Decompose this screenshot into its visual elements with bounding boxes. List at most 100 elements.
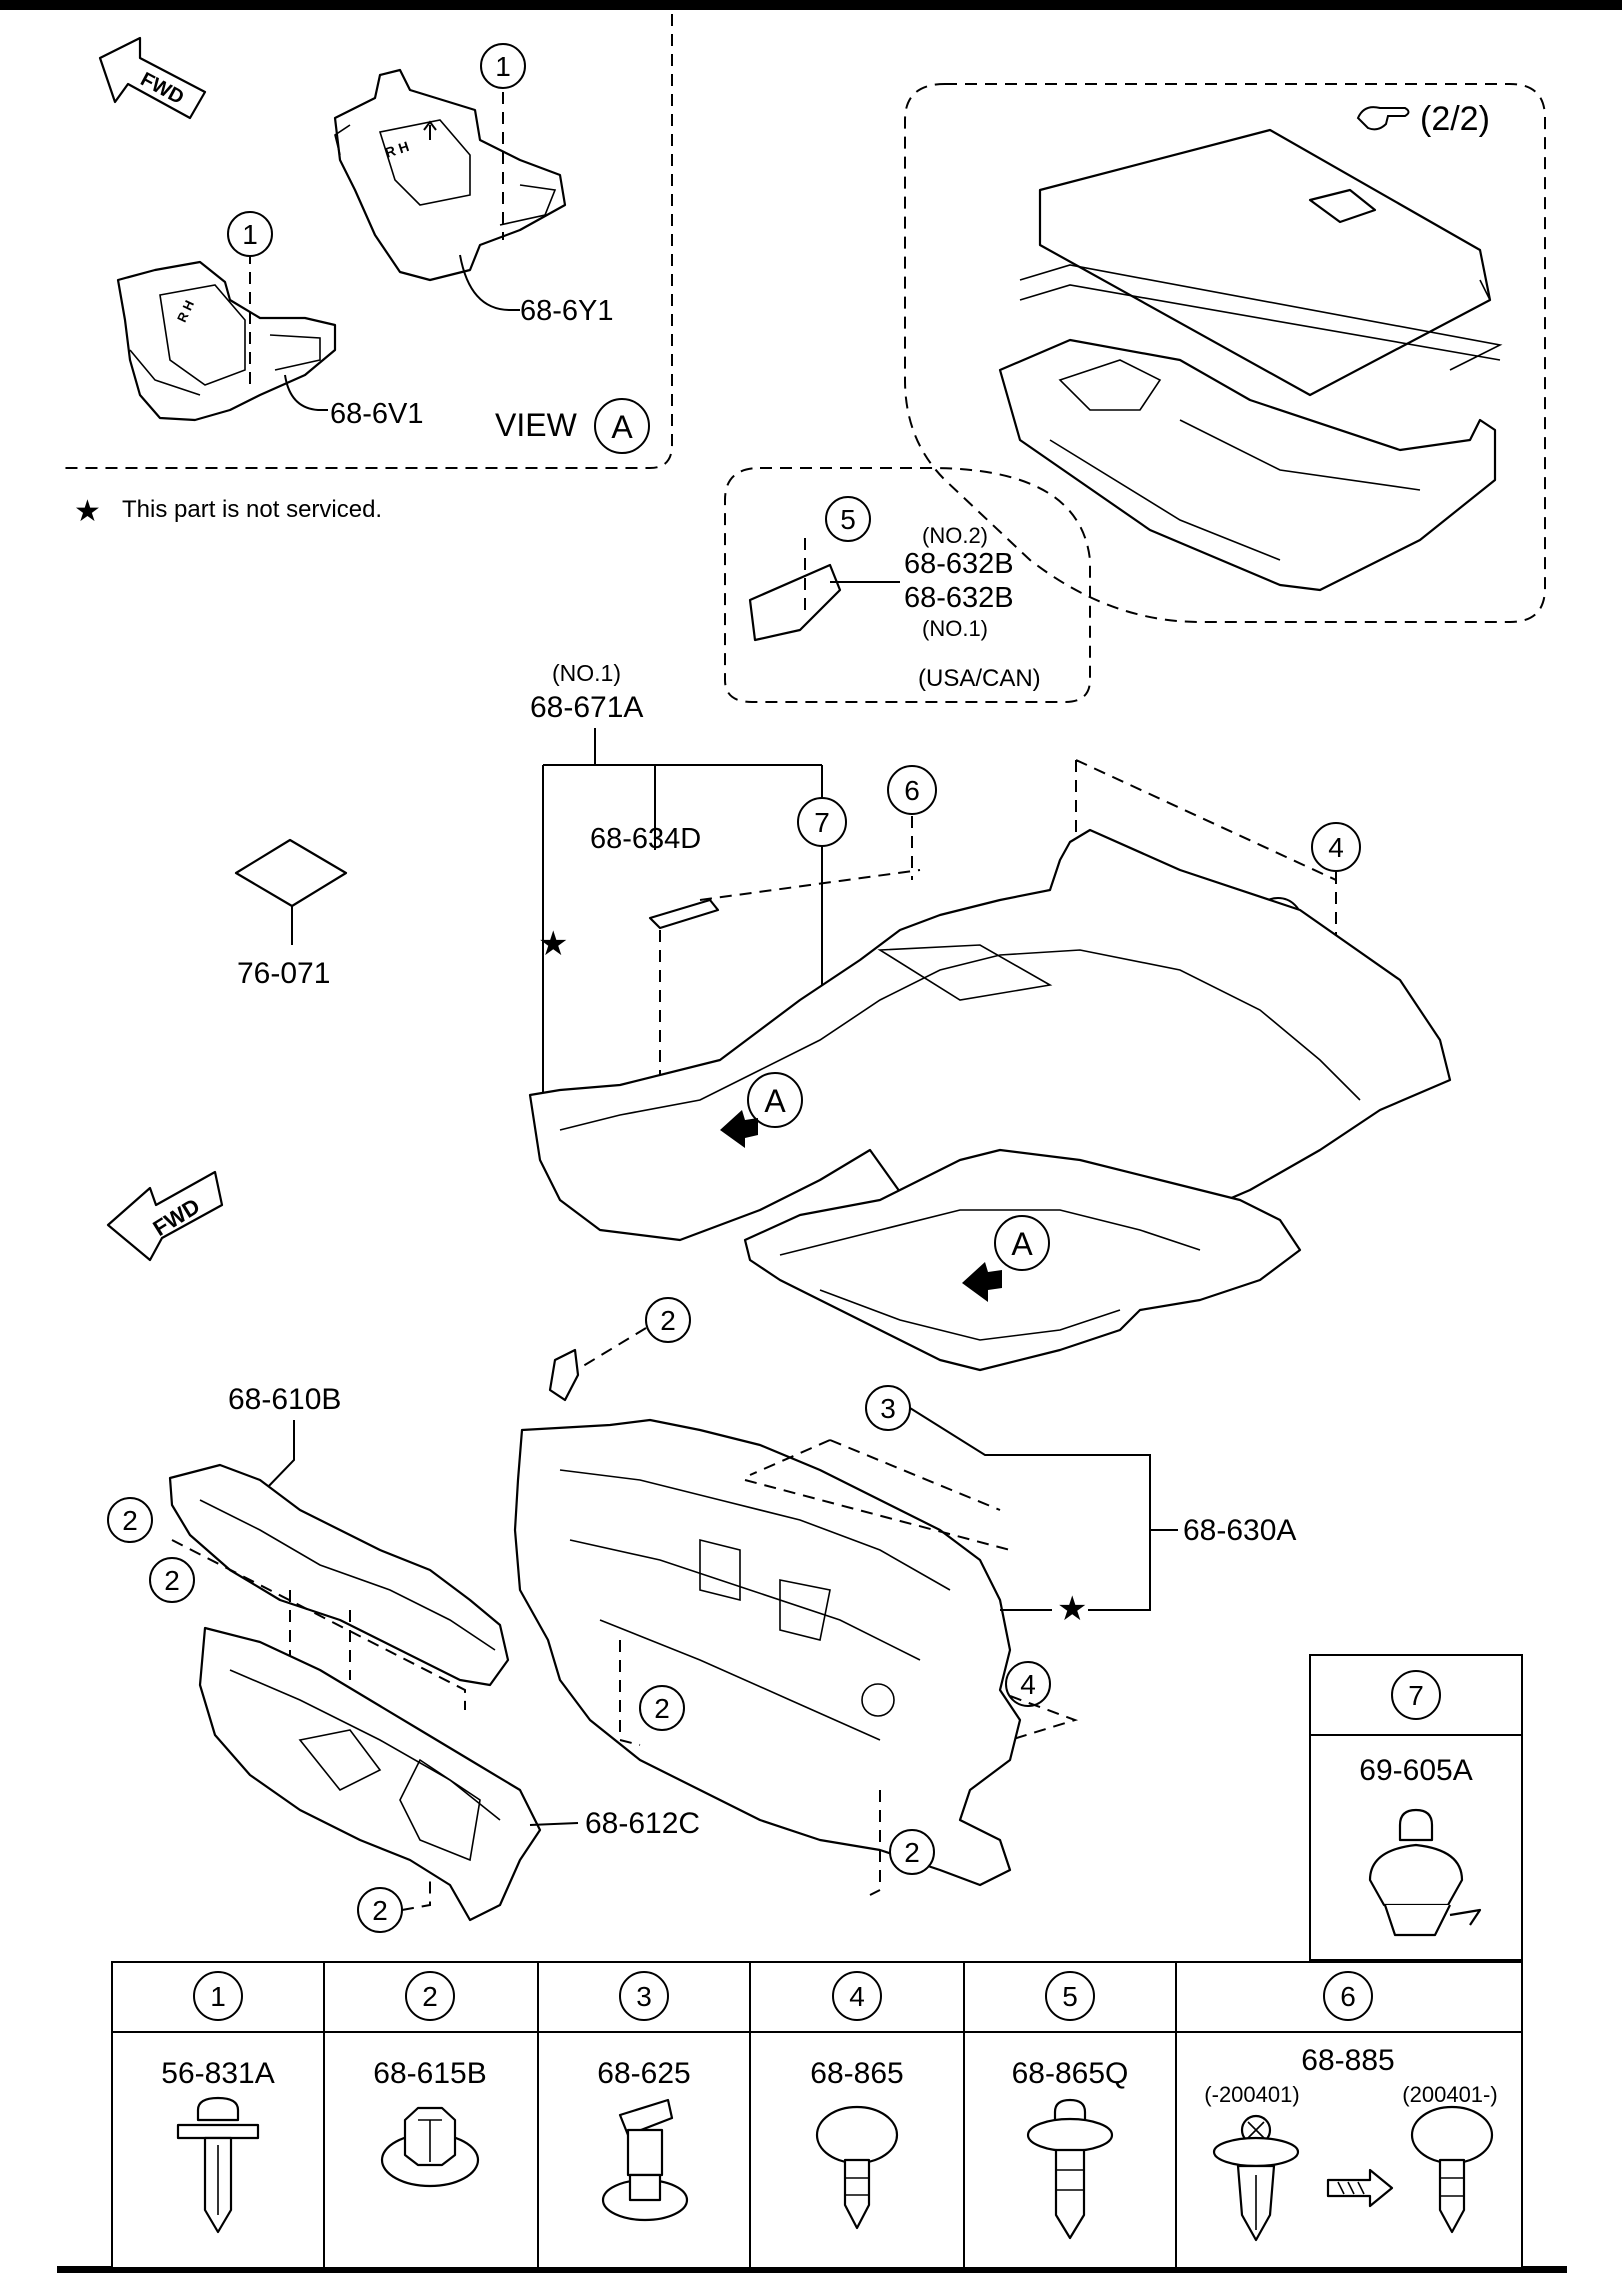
label-56-831a[interactable]: 56-831A bbox=[161, 2057, 274, 2090]
table-callout-3 bbox=[619, 1971, 669, 2021]
callout-number-4: 4 bbox=[1328, 832, 1344, 863]
svg-text:4: 4 bbox=[849, 1981, 865, 2012]
svg-text:A: A bbox=[1011, 1226, 1033, 1262]
table-callout-5 bbox=[1045, 1971, 1095, 2021]
label-68-671a[interactable]: 68-671A bbox=[530, 691, 643, 724]
callout-number-3: 3 bbox=[880, 1393, 896, 1424]
label-68-625[interactable]: 68-625 bbox=[597, 2057, 690, 2090]
star-630a: ★ bbox=[1057, 1590, 1087, 1628]
svg-text:1: 1 bbox=[210, 1981, 226, 2012]
inset-68-632b: 5 (NO.2) 68-632B 68-632B (NO.1) (USA/CAN… bbox=[724, 467, 1091, 703]
view-a-caption: VIEW bbox=[495, 407, 578, 443]
table-callout-4 bbox=[832, 1971, 882, 2021]
replacement-arrow-icon bbox=[1326, 2168, 1394, 2208]
fastener-table: 1 56-831A 2 68-615B 3 68-625 4 6 bbox=[111, 1961, 1523, 2269]
label-68-885[interactable]: 68-885 bbox=[1301, 2044, 1394, 2077]
label-68-610b[interactable]: 68-610B bbox=[228, 1383, 341, 1416]
label-usa-can: (USA/CAN) bbox=[918, 665, 1041, 692]
table-callout-1 bbox=[193, 1971, 243, 2021]
callout-1-lower bbox=[227, 211, 273, 257]
part-68-6y1-illustration: R H bbox=[333, 68, 567, 282]
table-callout-6 bbox=[1323, 1971, 1373, 2021]
svg-text:7: 7 bbox=[1408, 1680, 1424, 1711]
part-68-6v1-illustration: R H bbox=[116, 260, 337, 422]
view-a-marker-lower bbox=[994, 1215, 1050, 1271]
callout-4-630a bbox=[1005, 1661, 1051, 1707]
svg-text:5: 5 bbox=[1062, 1981, 1078, 2012]
callout-5-inset bbox=[825, 496, 871, 542]
callout-2-630a-left bbox=[639, 1685, 685, 1731]
push-clip-68-865q-icon bbox=[1026, 2098, 1114, 2240]
svg-text:A: A bbox=[764, 1083, 786, 1119]
label-68-6y1[interactable]: 68-6Y1 bbox=[520, 295, 614, 327]
star-icon: ★ bbox=[74, 495, 101, 528]
label-68-632b-no2[interactable]: 68-632B bbox=[904, 548, 1014, 580]
push-clip-68-865-icon bbox=[815, 2105, 899, 2230]
not-serviced-note: ★ This part is not serviced. bbox=[74, 495, 382, 528]
label-68-632b-no1[interactable]: 68-632B bbox=[904, 582, 1014, 614]
callout-2-630a-top bbox=[645, 1297, 691, 1343]
fwd-arrow-icon: FWD bbox=[98, 36, 207, 120]
label-no1: (NO.1) bbox=[922, 616, 988, 641]
label-68-885-new: (200401-) bbox=[1402, 2082, 1497, 2107]
pad-76-071: 76-071 bbox=[234, 838, 348, 990]
label-69-605a[interactable]: 69-605A bbox=[1359, 1754, 1472, 1787]
clip-68-885-new-icon bbox=[1410, 2105, 1494, 2234]
label-68-630a[interactable]: 68-630A bbox=[1183, 1514, 1296, 1547]
floor-mat-assembly: (NO.1) 68-671A ★ 68-634D 7 6 6 4 A A bbox=[528, 660, 1452, 1372]
callout-number-1: 1 bbox=[495, 51, 511, 82]
callout-number-2: 2 bbox=[654, 1693, 670, 1724]
view-a-marker-upper bbox=[747, 1072, 803, 1128]
callout-number-2: 2 bbox=[122, 1505, 138, 1536]
callout-number-2: 2 bbox=[372, 1895, 388, 1926]
fastener-7-box: 7 69-605A bbox=[1309, 1654, 1523, 1961]
view-a-letter: A bbox=[611, 409, 633, 445]
callout-2-610b-b bbox=[149, 1557, 195, 1603]
fwd-arrow-icon-middle: FWD bbox=[106, 1170, 224, 1262]
callout-6-floor-left bbox=[887, 765, 937, 815]
not-serviced-text: This part is not serviced. bbox=[122, 496, 382, 523]
view-a-region: FWD R H R H 1 1 68-6Y1 68-6V1 VIEW bbox=[58, 14, 673, 469]
clip-68-625-icon bbox=[601, 2098, 689, 2222]
label-68-865q[interactable]: 68-865Q bbox=[1012, 2057, 1129, 2090]
dash-insulation-68-630a: 2 3 ★ 68-630A 2 4 2 bbox=[513, 1297, 1296, 1896]
label-68-6v1[interactable]: 68-6V1 bbox=[330, 398, 424, 430]
label-floor-no1: (NO.1) bbox=[552, 660, 621, 686]
bottom-border bbox=[57, 2266, 1567, 2273]
top-border bbox=[0, 0, 1622, 10]
page-ref-link[interactable]: (2/2) bbox=[1420, 100, 1490, 138]
callout-1-upper bbox=[480, 43, 526, 89]
star-floor: ★ bbox=[538, 925, 568, 963]
label-68-865[interactable]: 68-865 bbox=[810, 2057, 903, 2090]
push-rivet-56-831a-icon bbox=[176, 2096, 260, 2234]
callout-7-floor bbox=[797, 797, 847, 847]
clip-69-605a-icon bbox=[1368, 1808, 1482, 1937]
callout-2-610b-a bbox=[107, 1497, 153, 1543]
callout-number-7: 7 bbox=[814, 807, 830, 838]
callout-number-2: 2 bbox=[660, 1305, 676, 1336]
label-68-612c[interactable]: 68-612C bbox=[585, 1807, 700, 1840]
label-68-885-old: (-200401) bbox=[1204, 2082, 1299, 2107]
label-68-634d[interactable]: 68-634D bbox=[590, 823, 701, 855]
callout-number-2: 2 bbox=[164, 1565, 180, 1596]
svg-text:2: 2 bbox=[422, 1981, 438, 2012]
callout-number-6: 6 bbox=[904, 775, 920, 806]
svg-text:3: 3 bbox=[636, 1981, 652, 2012]
dash-insulators: 68-610B 2 2 68-612C 2 bbox=[107, 1383, 700, 1933]
callout-number-2: 2 bbox=[904, 1837, 920, 1868]
cargo-inset: (2/2) bbox=[904, 83, 1546, 623]
svg-text:6: 6 bbox=[1340, 1981, 1356, 2012]
label-68-615b[interactable]: 68-615B bbox=[373, 2057, 486, 2090]
callout-4-floor bbox=[1311, 822, 1361, 872]
clip-68-885-old-icon bbox=[1212, 2114, 1300, 2242]
label-76-071[interactable]: 76-071 bbox=[237, 957, 330, 990]
table-callout-2 bbox=[405, 1971, 455, 2021]
nut-68-615b-icon bbox=[380, 2106, 480, 2188]
callout-2-630a-bottom bbox=[889, 1829, 935, 1875]
rh-mark-upper: R H bbox=[383, 138, 411, 161]
callout-number-5: 5 bbox=[840, 504, 856, 535]
label-no2: (NO.2) bbox=[922, 523, 988, 548]
pointing-hand-icon bbox=[1356, 106, 1410, 131]
callout-number-4: 4 bbox=[1020, 1669, 1036, 1700]
